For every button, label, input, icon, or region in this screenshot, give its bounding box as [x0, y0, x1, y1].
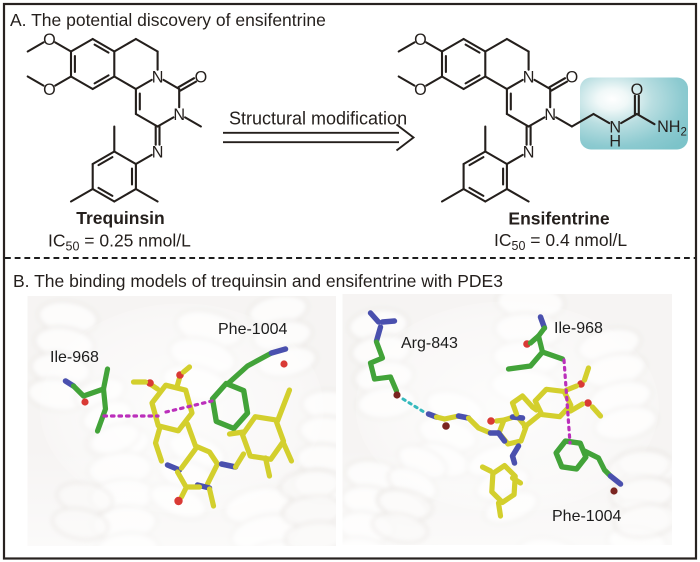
- svg-text:O: O: [43, 31, 56, 49]
- svg-text:N: N: [523, 143, 535, 161]
- svg-text:H: H: [609, 132, 621, 150]
- svg-text:O: O: [43, 81, 56, 99]
- svg-text:Ensifentrine: Ensifentrine: [508, 209, 609, 229]
- svg-text:Phe-1004: Phe-1004: [218, 321, 287, 338]
- svg-text:Ile-968: Ile-968: [554, 320, 603, 337]
- svg-text:Phe-1004: Phe-1004: [552, 508, 621, 525]
- svg-text:N: N: [544, 106, 556, 124]
- svg-text:N: N: [152, 68, 164, 86]
- svg-text:B. The binding models of trequ: B. The binding models of trequinsin and …: [13, 271, 503, 291]
- svg-text:N: N: [523, 68, 535, 86]
- svg-text:A. The potential discovery of: A. The potential discovery of ensifentri…: [10, 10, 326, 30]
- svg-text:Arg-843: Arg-843: [401, 335, 458, 352]
- svg-text:O: O: [566, 68, 579, 86]
- svg-text:N: N: [152, 143, 164, 161]
- svg-text:O: O: [414, 81, 427, 99]
- svg-text:Ile-968: Ile-968: [50, 349, 99, 366]
- svg-text:IC50 = 0.4 nmol/L: IC50 = 0.4 nmol/L: [494, 230, 627, 253]
- svg-text:Structural modification: Structural modification: [229, 109, 407, 129]
- svg-text:IC50 = 0.25 nmol/L: IC50 = 0.25 nmol/L: [48, 231, 191, 254]
- svg-text:O: O: [631, 81, 644, 99]
- svg-text:N: N: [173, 106, 185, 124]
- svg-text:N: N: [609, 118, 621, 136]
- svg-text:NH2: NH2: [657, 118, 687, 139]
- svg-text:Trequinsin: Trequinsin: [76, 208, 164, 228]
- svg-text:O: O: [195, 68, 208, 86]
- svg-text:O: O: [414, 31, 427, 49]
